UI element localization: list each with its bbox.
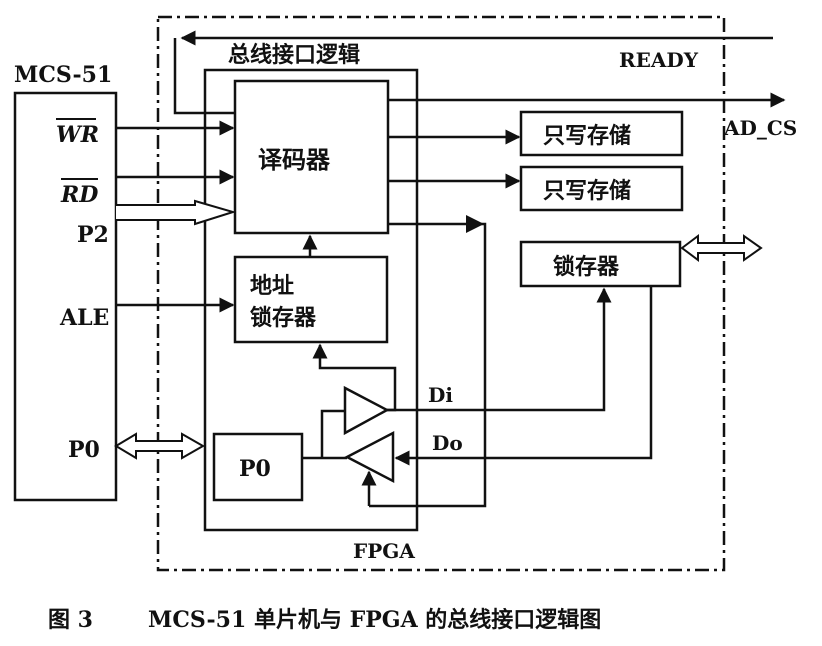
bus-logic-title: 总线接口逻辑 — [228, 42, 360, 68]
fpga-block — [203, 68, 419, 532]
address-latch-label-2: 锁存器 — [250, 305, 317, 331]
p0-to-input-buffer — [320, 409, 345, 458]
latch-label: 锁存器 — [553, 254, 620, 280]
write-only-memory-2 — [519, 165, 684, 212]
p0-bidir-bus — [114, 432, 206, 460]
ready-feed — [173, 38, 235, 115]
pin-wr: WR — [56, 122, 99, 148]
latch-block — [519, 240, 682, 288]
p2-bus-arrow — [116, 199, 237, 226]
p0-block-label: P0 — [239, 456, 271, 482]
write-only-memory-1-label: 只写存储 — [543, 123, 631, 149]
pin-p0: P0 — [68, 437, 100, 463]
do-label: Do — [432, 431, 463, 455]
address-latch-label-1: 地址 — [250, 274, 294, 299]
di-line — [387, 287, 612, 412]
output-buffer — [344, 430, 395, 484]
fpga-label: FPGA — [353, 539, 415, 563]
mcs51-block — [13, 91, 118, 502]
di-label: Di — [428, 383, 453, 407]
address-latch-block — [233, 255, 389, 344]
ready-label: READY — [619, 48, 699, 72]
figure-caption: MCS-51 单片机与 FPGA 的总线接口逻辑图 — [148, 607, 601, 633]
do-line — [394, 286, 653, 466]
pin-rd: RD — [60, 182, 98, 208]
pin-ale: ALE — [59, 305, 109, 331]
decoder-block — [233, 79, 390, 235]
decoder-to-buffer-enable — [369, 222, 487, 508]
ad-cs-label: AD_CS — [723, 116, 797, 140]
input-buffer — [343, 385, 390, 436]
mcs51-title: MCS-51 — [14, 62, 112, 88]
figure-number: 图 3 — [48, 607, 93, 633]
p0-block — [212, 432, 304, 502]
write-only-memory-1 — [519, 110, 684, 157]
latch-bidir-bus — [680, 234, 763, 262]
pin-p2: P2 — [77, 222, 109, 248]
interface-boundary — [156, 15, 726, 572]
write-only-memory-2-label: 只写存储 — [543, 178, 631, 204]
decoder-label: 译码器 — [258, 146, 331, 174]
decoder-enable-arrow — [466, 215, 484, 233]
